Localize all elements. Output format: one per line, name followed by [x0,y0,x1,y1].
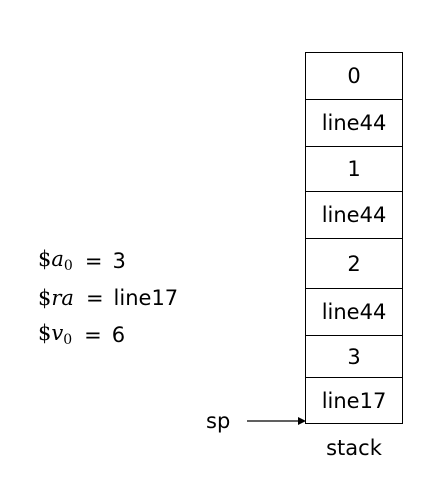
stack-box: 0 line44 1 line44 2 line44 3 line17 [305,52,403,424]
register-row-v0: $v0 = 6 [38,316,178,353]
equals-sign: = [85,285,104,310]
stack-cell: 2 [306,239,402,289]
stack-cell: 3 [306,336,402,378]
stack-cell: line44 [306,289,402,336]
register-list: $a0 = 3 $ra = line17 $v0 = 6 [38,242,178,353]
stack-pointer-label: sp [206,409,231,433]
register-row-ra: $ra = line17 [38,279,178,316]
register-value-ra: line17 [113,285,179,310]
register-name-a0: $a0 [38,247,73,274]
stack-cell: 0 [306,53,402,100]
stack-pointer-arrow-icon [247,417,306,425]
stack-caption: stack [326,436,382,460]
register-name-v0: $v0 [38,321,73,348]
stack-cell: line44 [306,192,402,239]
register-value-a0: 3 [112,248,126,273]
register-name-ra: $ra [38,285,74,310]
stack-cell: line44 [306,100,402,147]
equals-sign: = [84,248,103,273]
register-value-v0: 6 [111,322,126,347]
stack-cell: line17 [321,388,387,413]
register-row-a0: $a0 = 3 [38,242,178,279]
stack-cell: 1 [306,147,402,192]
equals-sign: = [84,322,102,347]
